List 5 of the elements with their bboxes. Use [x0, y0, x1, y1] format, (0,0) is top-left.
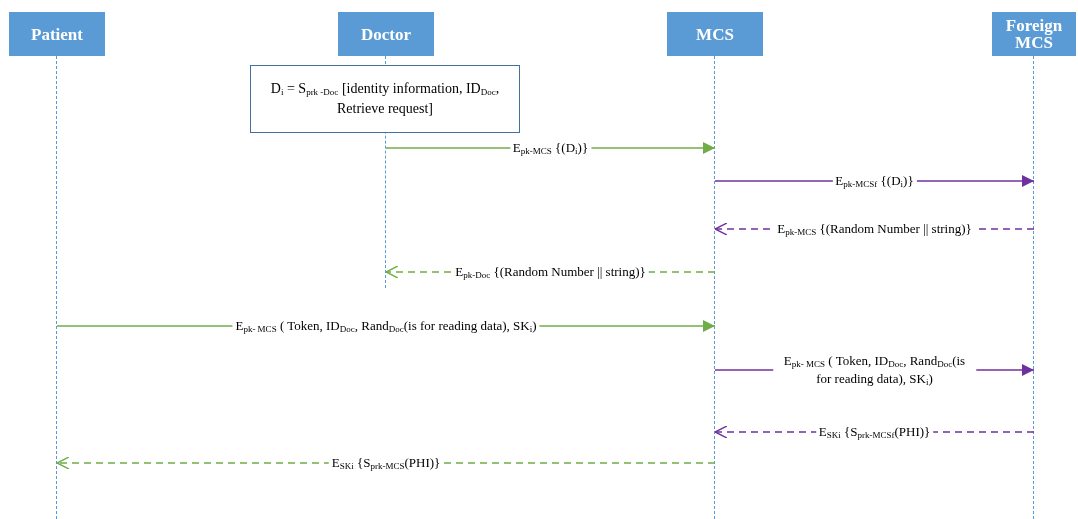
participant-box: Foreign MCS	[992, 12, 1076, 56]
participant-box: Doctor	[338, 12, 434, 56]
participant-box: MCS	[667, 12, 763, 56]
note-box: D$_{i}$ = S$_{prk -Doc}$ [identity information, ID$_{Doc}$, Retrieve request]	[250, 65, 520, 133]
participant-box: Patient	[9, 12, 105, 56]
